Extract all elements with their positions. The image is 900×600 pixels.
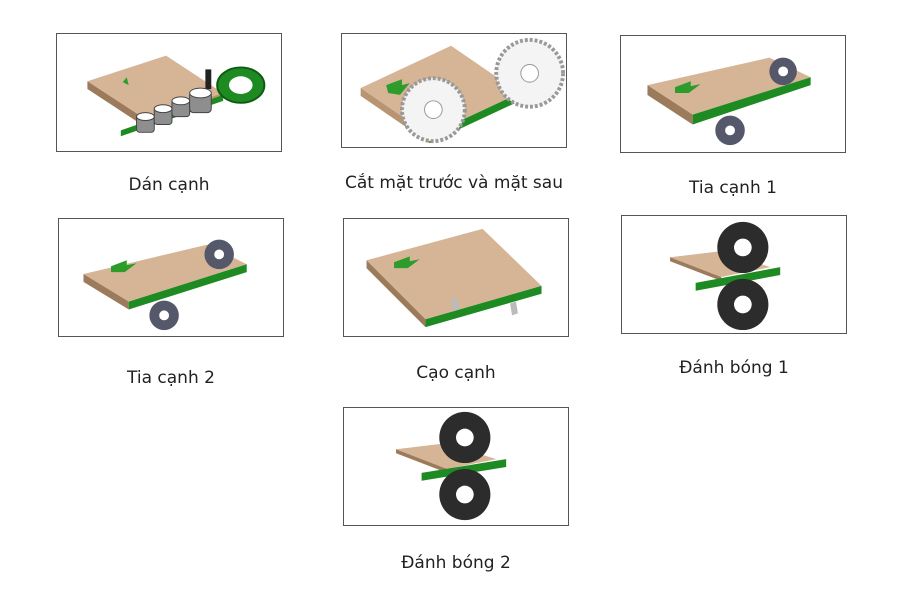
step-panel-trim-1 [620,35,846,153]
buffing-wheel-icon [670,221,781,331]
step-panel-end-trimming [341,33,567,148]
step-caption: Đánh bóng 1 [679,358,789,378]
step-panel-scraping [343,218,569,337]
step-panel-buffing-1 [621,215,847,334]
step-panel-trim-2 [58,218,284,337]
fine-trimming-cutter-icon [83,239,247,331]
step-caption: Cắt mặt trước và mặt sau [345,173,563,193]
step-caption: Tia cạnh 2 [127,368,215,388]
step-caption: Đánh bóng 2 [401,553,511,573]
step-caption: Tia cạnh 1 [689,178,777,198]
rough-trimming-cutter-icon [647,57,811,146]
edge-scraper-icon [366,228,542,328]
step-caption: Cạo cạnh [416,363,496,383]
step-caption: Dán cạnh [128,175,210,195]
step-panel-buffing-2 [343,407,569,526]
step-panel-edge-banding [56,33,282,152]
end-trimming-saw-icon [360,37,566,144]
buffing-wheel-icon [396,411,507,521]
edge-banding-icon [87,55,266,137]
